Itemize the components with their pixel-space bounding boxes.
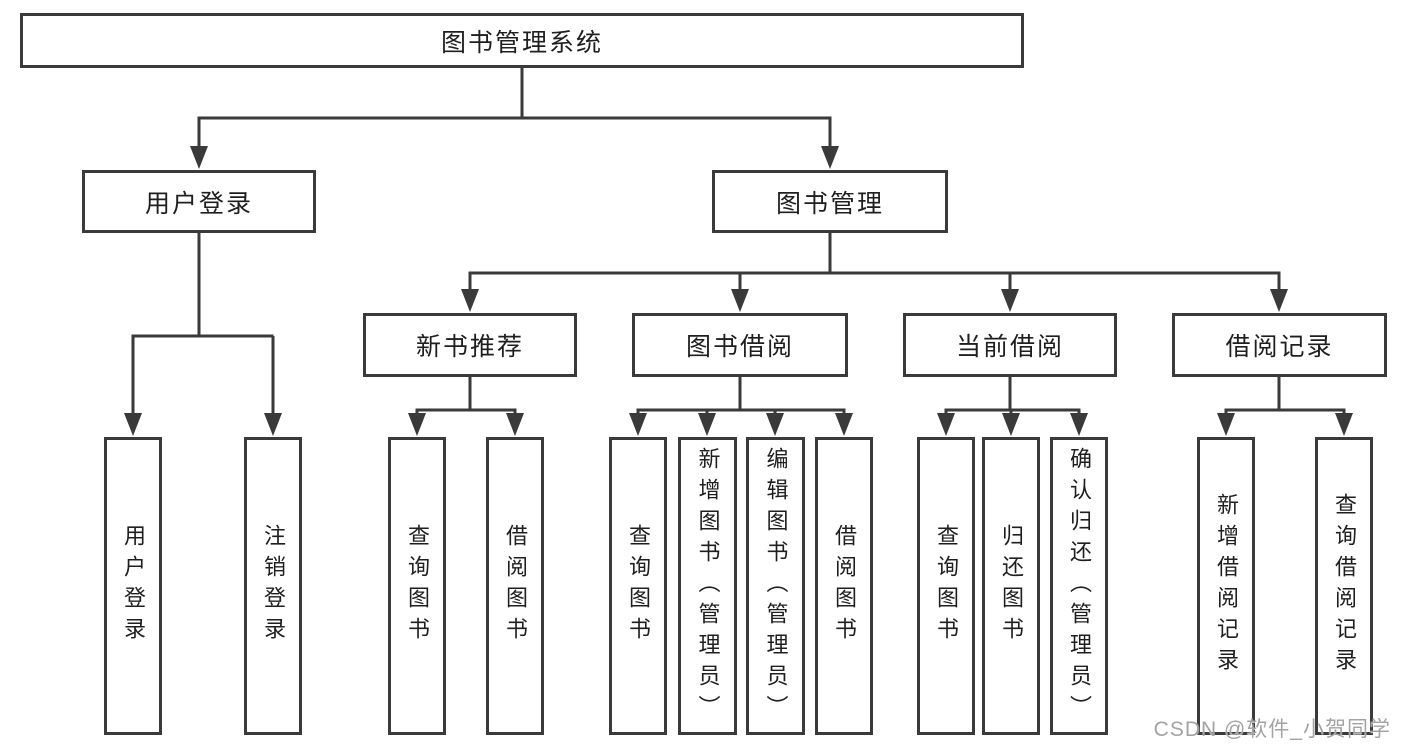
leaf-logout: 注销登录: [244, 437, 302, 735]
leaf-borrow-books: 借阅图书: [815, 437, 873, 735]
leaf-add-borrow-record: 新增借阅记录: [1197, 437, 1255, 735]
leaf-label: 注销登录: [261, 524, 286, 648]
leaf-query-books-borrow: 查询图书: [609, 437, 667, 735]
leaf-add-books-admin: 新增图书（管理员）: [678, 437, 737, 735]
leaf-user-login: 用户登录: [104, 437, 162, 735]
node-book-management: 图书管理: [712, 170, 948, 233]
leaf-label: 查询图书: [626, 524, 651, 648]
node-root: 图书管理系统: [20, 13, 1024, 68]
leaf-label: 借阅图书: [503, 524, 528, 648]
leaf-label: 新增借阅记录: [1214, 493, 1239, 679]
node-current-borrow: 当前借阅: [903, 313, 1117, 377]
leaf-return-books: 归还图书: [982, 437, 1040, 735]
node-book-borrow: 图书借阅: [632, 313, 848, 377]
node-user-login: 用户登录: [82, 170, 316, 233]
leaf-label: 借阅图书: [832, 524, 857, 648]
node-new-book-recommend: 新书推荐: [363, 313, 577, 377]
leaf-label: 确认归还（管理员）: [1067, 446, 1092, 726]
leaf-confirm-return-admin: 确认归还（管理员）: [1050, 437, 1108, 735]
leaf-label: 查询图书: [405, 524, 430, 648]
leaf-borrow-books-recommend: 借阅图书: [486, 437, 544, 735]
leaf-query-borrow-record: 查询借阅记录: [1315, 437, 1373, 735]
leaf-label: 归还图书: [999, 524, 1024, 648]
leaf-label: 编辑图书（管理员）: [763, 446, 789, 726]
leaf-label: 新增图书（管理员）: [695, 446, 721, 726]
leaf-query-books-recommend: 查询图书: [388, 437, 446, 735]
leaf-edit-books-admin: 编辑图书（管理员）: [746, 437, 805, 735]
leaf-label: 查询借阅记录: [1332, 493, 1357, 679]
leaf-query-books-current: 查询图书: [917, 437, 975, 735]
leaf-label: 用户登录: [121, 524, 146, 648]
watermark: CSDN @软件_小贺同学: [1153, 718, 1391, 741]
leaf-label: 查询图书: [934, 524, 959, 648]
node-borrow-records: 借阅记录: [1172, 313, 1387, 377]
arrowheads: [124, 146, 1353, 436]
